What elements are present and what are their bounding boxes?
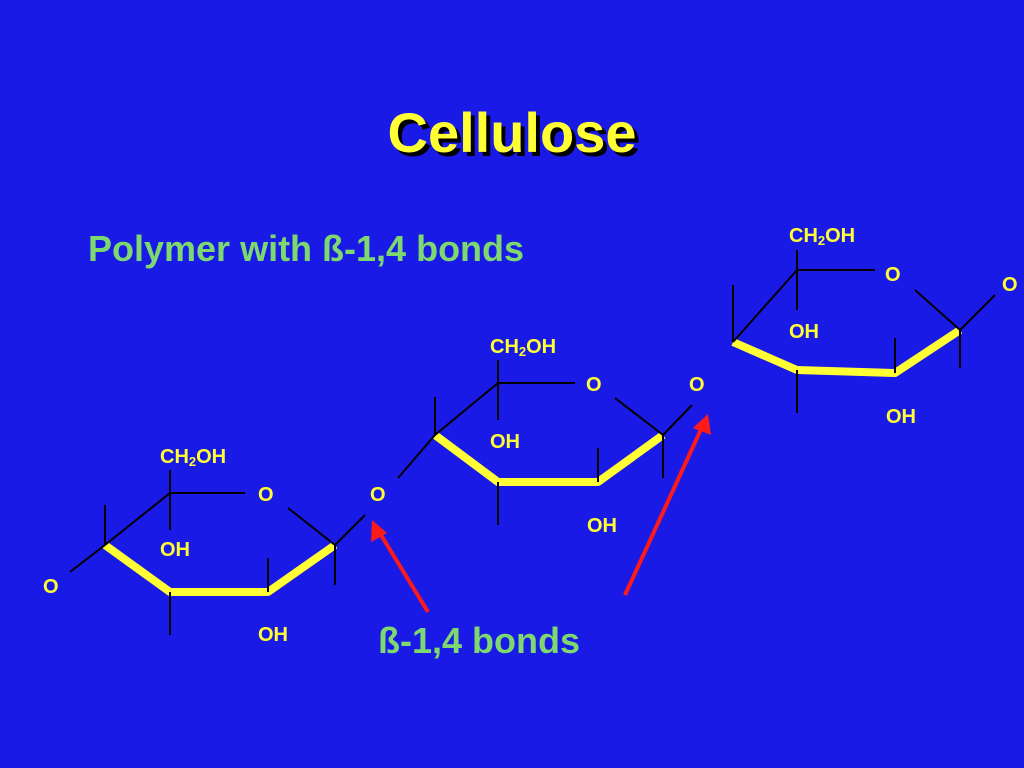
arrow-bond-1 [376, 528, 430, 614]
ring-3-ring-oxygen: O [885, 264, 901, 286]
ring-1-bold-edge [102, 541, 338, 596]
ring-1-ring-oxygen: O [258, 484, 274, 506]
ring-1-left-oxygen: O [43, 576, 59, 598]
ring-2-oh-top: OH [490, 431, 520, 453]
glucose-ring-3 [731, 250, 996, 413]
bonds-label: ß-1,4 bonds [378, 620, 581, 661]
glucose-ring-1 [69, 470, 366, 635]
ring-2-oh-bottom: OH [587, 515, 617, 537]
ring-2-ch2oh: CH2OH [490, 336, 557, 359]
link-oxygen-2: O [689, 374, 705, 396]
ring-2-bold-edge [432, 431, 666, 486]
ring-3-oh-bottom: OH [886, 406, 916, 428]
glucose-ring-2 [397, 360, 693, 525]
ring-2-ring-oxygen: O [586, 374, 602, 396]
arrow-head-1 [371, 520, 387, 542]
ring-1-ch2oh: CH2OH [160, 446, 227, 469]
ring-1-oh-top: OH [160, 539, 190, 561]
ring-1-oh-bottom: OH [258, 624, 288, 646]
ring-3-ch2oh: CH2OH [789, 225, 856, 248]
bond-arrows [371, 414, 711, 614]
subtitle: Polymer with ß-1,4 bonds [88, 228, 525, 269]
ring-3-bold-edge [731, 326, 963, 377]
page-title: Cellulose [387, 101, 637, 164]
ring-3-oh-top: OH [789, 321, 819, 343]
arrow-bond-2 [623, 424, 705, 596]
link-oxygen-1: O [370, 484, 386, 506]
ring-3-right-oxygen: O [1002, 274, 1018, 296]
arrow-head-2 [693, 414, 711, 435]
